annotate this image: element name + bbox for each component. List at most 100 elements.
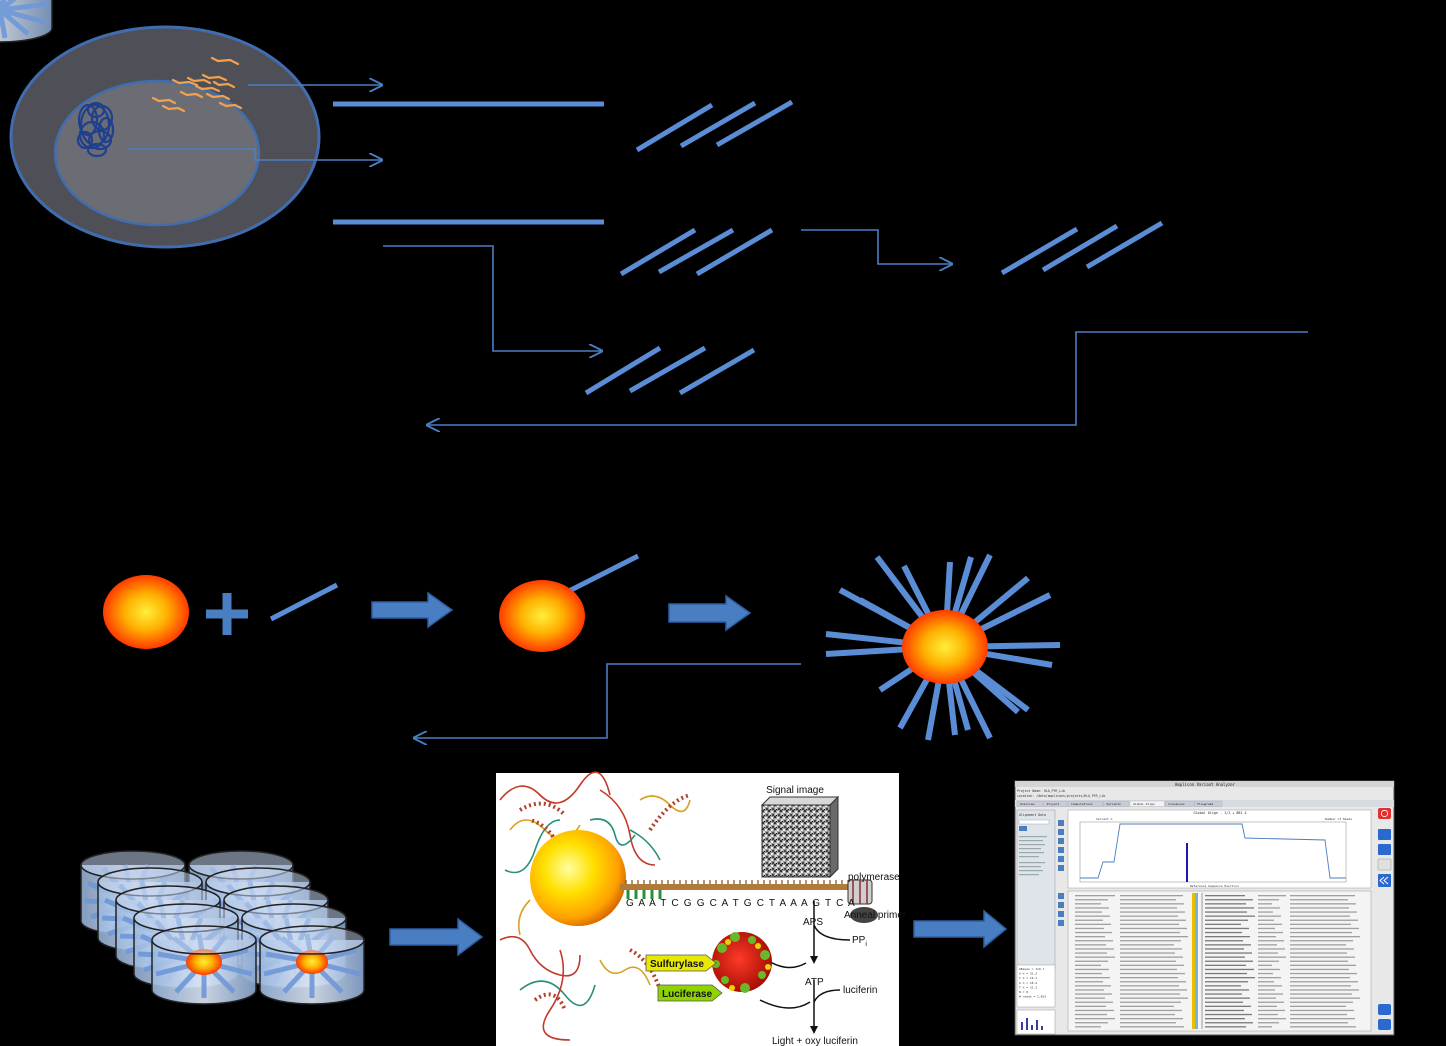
alignment-row-segment xyxy=(1258,927,1275,930)
alignment-row-segment xyxy=(1075,923,1111,925)
alignment-row-segment xyxy=(1290,895,1355,897)
alignment-row-segment xyxy=(1290,968,1349,971)
software-tab xyxy=(1067,800,1103,807)
alignment-rows xyxy=(1075,895,1360,1028)
alignment-row-segment xyxy=(1258,895,1286,897)
alignment-row-segment xyxy=(1290,948,1354,950)
alignment-row-segment xyxy=(1258,1009,1285,1012)
pyrosequencing-panel: Signal image polymerase G A A T C G G C … xyxy=(496,771,907,1046)
dna-fragments xyxy=(584,99,1164,396)
alignment-row-segment xyxy=(1075,972,1102,975)
alignment-row-segment xyxy=(1205,911,1247,913)
alignment-row-segment xyxy=(1075,948,1114,950)
alignment-row-segment xyxy=(1120,911,1185,913)
alignment-row-segment xyxy=(1290,923,1351,925)
alignment-row-segment xyxy=(1205,985,1241,987)
alignment-row-segment xyxy=(1258,936,1276,938)
sulfurylase-enzyme-icon xyxy=(712,932,772,993)
alignment-row-segment xyxy=(1290,911,1357,913)
alignment-row-segment xyxy=(1205,944,1251,946)
alignment-row-segment xyxy=(1075,1001,1113,1003)
alignment-row-segment xyxy=(1075,989,1104,991)
software-screenshot-icon: Amplicon Variant Analyzer Project Name: … xyxy=(1014,780,1395,1036)
alignment-row-segment xyxy=(1120,952,1175,954)
alignment-row-segment xyxy=(1258,944,1277,946)
alignment-row-segment xyxy=(1258,989,1275,991)
y-axis-label: Variant % xyxy=(1096,817,1112,821)
software-tab xyxy=(1165,800,1194,807)
alignment-row-segment xyxy=(1120,964,1184,966)
alignment-row-segment xyxy=(1120,919,1186,921)
alignment-row-segment xyxy=(1290,907,1349,909)
alignment-row-segment xyxy=(1075,977,1110,979)
alignment-row-segment xyxy=(1258,899,1279,901)
alignment-row-segment xyxy=(1258,972,1273,975)
alignment-row-segment xyxy=(1205,927,1249,930)
alignment-row-segment xyxy=(1258,985,1282,987)
cell-icon xyxy=(9,25,321,249)
alignment-row-segment xyxy=(1120,903,1184,905)
alignment-row-segment xyxy=(1120,948,1182,950)
bead-icon xyxy=(103,575,189,649)
alignment-row-segment xyxy=(1258,1018,1286,1020)
alignment-row-segment xyxy=(1075,1013,1107,1016)
alignment-row-segment xyxy=(1205,895,1245,897)
alignment-row-segment xyxy=(1120,899,1176,901)
alignment-row-segment xyxy=(1120,1018,1183,1020)
alignment-row-segment xyxy=(1290,960,1348,962)
alignment-row-segment xyxy=(1205,907,1254,909)
alignment-row-segment xyxy=(1075,940,1113,942)
alignment-row-segment xyxy=(1258,907,1280,909)
alignment-row-segment xyxy=(1290,1026,1356,1028)
alignment-row-segment xyxy=(1205,977,1255,979)
alignment-row-segment xyxy=(1205,940,1243,942)
alignment-row-segment xyxy=(1075,1022,1108,1024)
software-tab-label: Global Align xyxy=(1133,802,1155,806)
alignment-row-segment xyxy=(1205,952,1252,954)
alignment-row-segment xyxy=(1258,1022,1279,1024)
alignment-row-segment xyxy=(1290,977,1350,979)
block-arrow-icon xyxy=(371,591,1008,957)
software-location: Location: /data/amplicons/projects/HLA_P… xyxy=(1017,794,1105,798)
alignment-row-segment xyxy=(1205,1022,1253,1024)
alignment-row-segment xyxy=(1290,931,1352,934)
alignment-row-segment xyxy=(1258,952,1278,954)
alignment-row-segment xyxy=(1120,1001,1181,1003)
alignment-row-segment xyxy=(1120,1005,1174,1007)
software-right-buttons xyxy=(1377,808,1392,1030)
alignment-row-segment xyxy=(1120,960,1176,962)
alignment-row-segment xyxy=(1205,1005,1251,1007)
alignment-row-segment xyxy=(1205,968,1254,971)
alignment-row-segment xyxy=(1205,899,1253,901)
alignment-row-segment xyxy=(1120,1026,1184,1028)
alignment-row-segment xyxy=(1120,977,1178,979)
front-well-left xyxy=(151,925,257,1005)
alignment-row-segment xyxy=(1075,944,1106,946)
alignment-row-segment xyxy=(1075,895,1115,897)
luciferin-label: luciferin xyxy=(843,985,877,996)
alignment-row-segment xyxy=(1120,989,1187,991)
aps-label: APS xyxy=(803,917,823,928)
alignment-row-segment xyxy=(1120,968,1177,971)
alignment-row-segment xyxy=(1120,985,1179,987)
alignment-row-segment xyxy=(1290,940,1353,942)
alignment-row-segment xyxy=(1075,952,1107,954)
alignment-row-segment xyxy=(1290,944,1346,946)
alignment-row-segment xyxy=(1075,931,1112,934)
alignment-row-segment xyxy=(1120,931,1180,934)
alignment-row-segment xyxy=(1120,907,1177,909)
alignment-row-segment xyxy=(1258,940,1284,942)
signal-image-icon xyxy=(760,795,840,879)
alignment-row-segment xyxy=(1258,1013,1278,1016)
alignment-row-segment xyxy=(1075,960,1108,962)
alignment-row-segment xyxy=(1205,956,1245,958)
alignment-row-segment xyxy=(1120,972,1185,975)
alignment-row-segment xyxy=(1205,936,1250,938)
alignment-row-segment xyxy=(1205,1018,1245,1020)
alignment-row-segment xyxy=(1290,899,1348,901)
alignment-row-segment xyxy=(1258,997,1276,999)
alignment-row-segment xyxy=(1205,997,1250,999)
y2-axis-label: Number of Reads xyxy=(1325,817,1352,821)
alignment-row-segment xyxy=(1075,985,1111,987)
